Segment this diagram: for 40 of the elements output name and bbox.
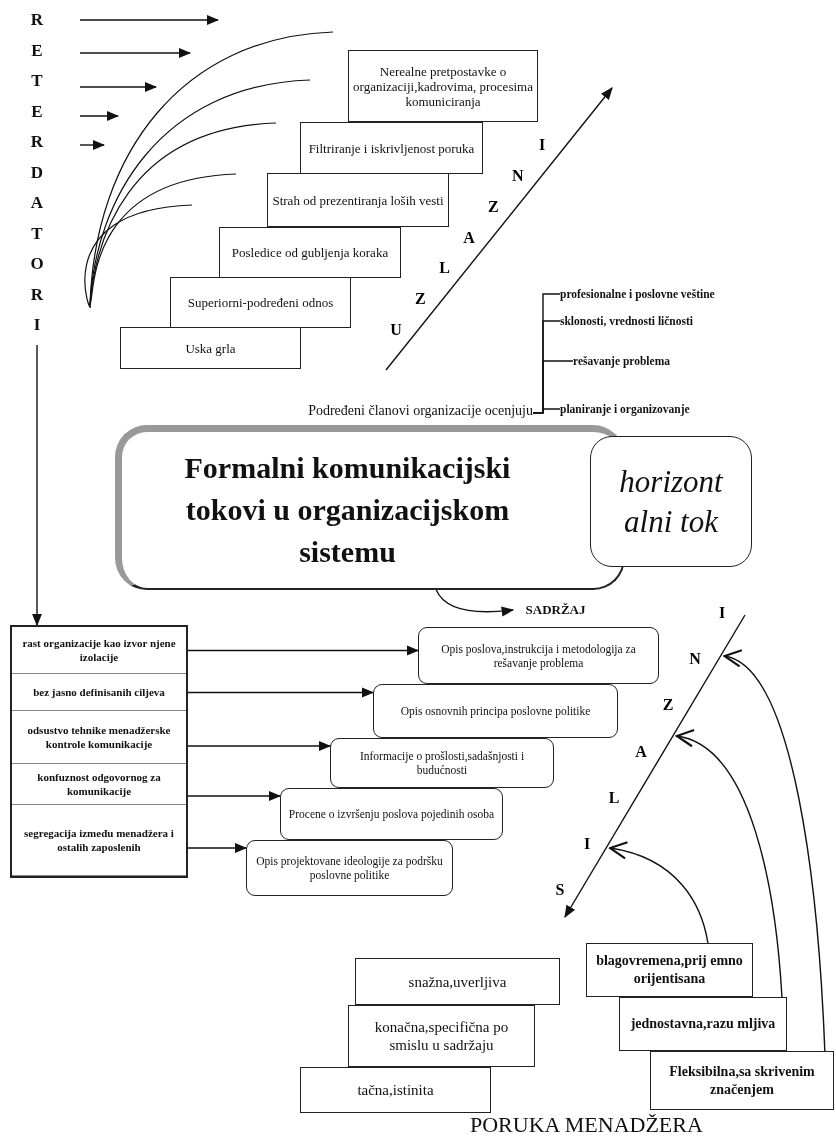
list-item-text: sklonosti, vrednosti ličnosti: [560, 312, 830, 330]
connector-line: [532, 408, 561, 414]
text-box: snažna,uverljiva: [355, 958, 560, 1005]
arrow: [185, 687, 375, 698]
rounded-box: horizont alni tok: [590, 436, 752, 567]
table-cell: odsustvo tehnike menadžerske kontrole komunikacije: [12, 711, 186, 764]
text-box: Uska grla: [120, 327, 301, 369]
arrow: [609, 842, 709, 944]
text-box: Strah od prezentiranja loših vesti: [267, 173, 449, 227]
arrow: [31, 344, 43, 627]
arrow: [185, 842, 248, 854]
text-box: Nerealne pretpostavke o organizaciji,kadrovima, procesima komuniciranja: [348, 50, 538, 122]
vertical-word: RETERDATORI: [28, 5, 46, 345]
text-box: tačna,istinita: [300, 1067, 491, 1113]
text-box: konačna,specifična po smislu u sadržaju: [348, 1005, 535, 1067]
arrow: [185, 645, 420, 656]
text-box: Filtriranje i iskrivljenost poruka: [300, 122, 483, 174]
section-heading: SADRŽAJ: [513, 600, 598, 620]
list-item-text: rešavanje problema: [573, 352, 803, 370]
arrow: [435, 589, 515, 617]
table-cell: konfuznost odgovornog za komunikacije: [12, 764, 186, 805]
text-box: Superiorni-podređeni odnos: [170, 277, 351, 328]
table-cell: rast organizacije kao izvor njene izolacije: [12, 627, 186, 674]
rounded-box: Informacije o prošlosti,sadašnjosti i budućnosti: [330, 738, 554, 788]
list-item-text: profesionalne i poslovne veštine: [560, 285, 830, 303]
table-cell: segregacija između menadžera i ostalih zaposlenih: [12, 805, 186, 876]
table: [10, 625, 188, 878]
rounded-box: Procene o izvršenju poslova pojedinih osoba: [280, 788, 503, 840]
text-box: blagovremena,prij emno orijentisana: [586, 943, 753, 997]
list-item-text: planiranje i organizovanje: [560, 400, 830, 418]
arrow: [185, 740, 332, 752]
rounded-box: Opis osnovnih principa poslovne politike: [373, 684, 618, 738]
label-text: Podređeni članovi organizacije ocenjuju: [200, 402, 533, 420]
text-box: Fleksibilna,sa skrivenim značenjem: [650, 1051, 834, 1110]
caption: PORUKA MENADŽERA: [470, 1112, 703, 1138]
rounded-box: Opis projektovane ideologije za podršku poslovne politike: [246, 840, 453, 896]
text-box: Posledice od gubljenja koraka: [219, 227, 401, 278]
arrow: [185, 790, 282, 802]
table-cell: bez jasno definisanih ciljeva: [12, 674, 186, 711]
rounded-box: Opis poslova,instrukcija i metodologija za rešavanje problema: [418, 627, 659, 684]
